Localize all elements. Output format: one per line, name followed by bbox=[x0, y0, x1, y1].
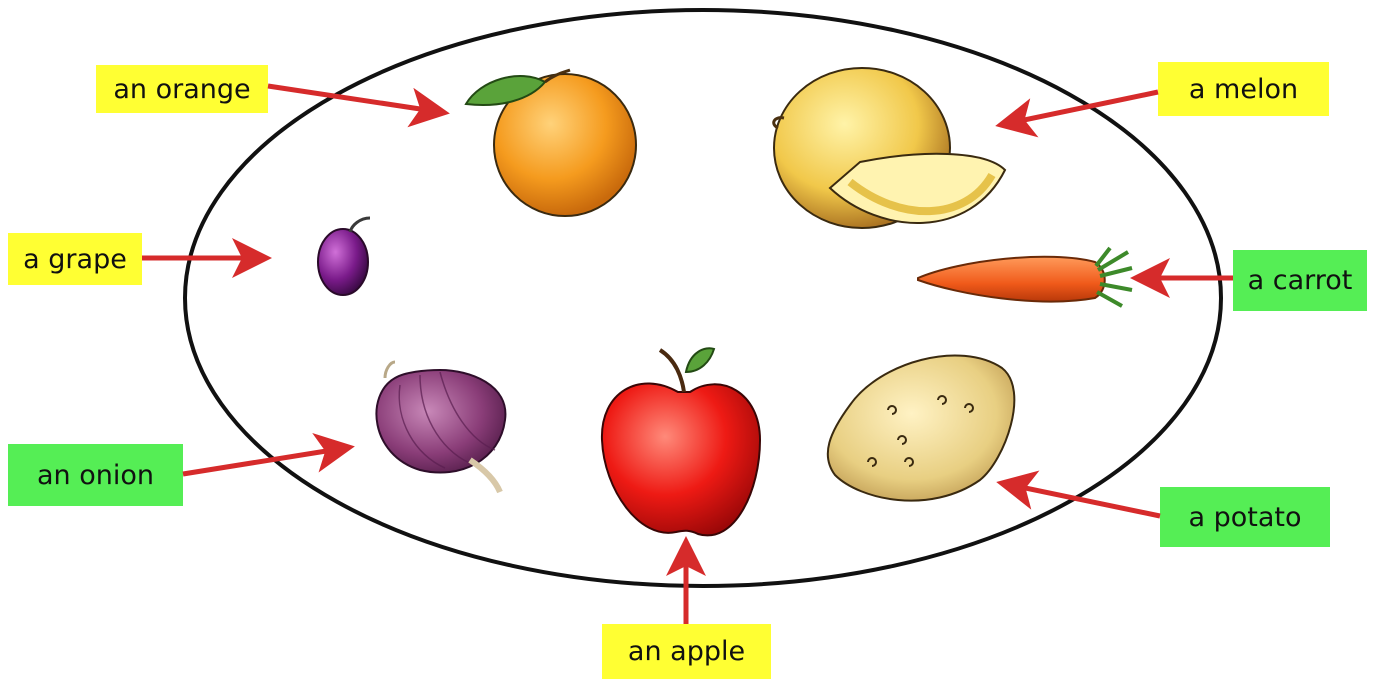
arrow-melon bbox=[1005, 92, 1158, 124]
label-melon: a melon bbox=[1158, 62, 1329, 116]
label-grape: a grape bbox=[8, 233, 142, 285]
label-apple: an apple bbox=[602, 624, 771, 679]
label-orange: an orange bbox=[96, 65, 268, 113]
carrot-picture bbox=[918, 248, 1132, 306]
onion-picture bbox=[376, 362, 505, 492]
grape-picture bbox=[318, 218, 370, 295]
arrow-potato bbox=[1006, 484, 1160, 516]
label-onion: an onion bbox=[8, 444, 183, 506]
label-carrot: a carrot bbox=[1233, 250, 1367, 311]
orange-picture bbox=[466, 70, 636, 216]
melon-picture bbox=[774, 68, 1005, 228]
arrow-orange bbox=[268, 86, 440, 112]
label-potato: a potato bbox=[1160, 487, 1330, 547]
apple-picture bbox=[602, 348, 760, 535]
potato-picture bbox=[828, 356, 1015, 501]
